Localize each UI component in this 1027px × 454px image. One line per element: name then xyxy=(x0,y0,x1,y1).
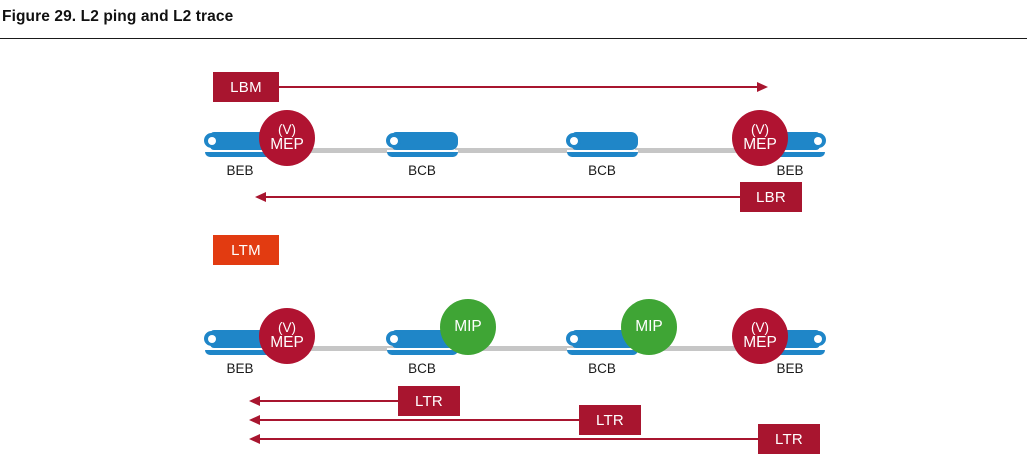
arrow-head-ltr xyxy=(249,396,260,406)
figure-canvas: LBM BEB BCB BCB xyxy=(0,42,1027,454)
arrow-line-lbr xyxy=(265,196,740,198)
switch-base xyxy=(387,152,458,157)
switch-body xyxy=(572,132,638,150)
switch-gap xyxy=(567,150,638,152)
chain-segment xyxy=(276,346,395,351)
mep-label-line1: (V) xyxy=(751,122,769,138)
mep-circle: (V) MEP xyxy=(259,308,315,364)
mip-circle: MIP xyxy=(621,299,677,355)
switch-icon-bcb xyxy=(386,132,458,164)
mip-label: MIP xyxy=(635,318,663,336)
switch-base xyxy=(567,152,638,157)
mep-label-line1: (V) xyxy=(751,320,769,336)
arrow-head-lbm xyxy=(757,82,768,92)
mep-label-line2: MEP xyxy=(270,333,304,351)
chain-segment xyxy=(455,148,575,153)
chain-segment xyxy=(276,148,395,153)
switch-port-dot xyxy=(386,133,401,148)
mep-label-line2: MEP xyxy=(743,135,777,153)
switch-gap xyxy=(387,150,458,152)
switch-label-bcb: BCB xyxy=(408,163,436,178)
chain-segment xyxy=(635,148,754,153)
switch-icon-bcb xyxy=(566,132,638,164)
switch-port-dot xyxy=(566,331,581,346)
switch-label-beb: BEB xyxy=(776,163,804,178)
message-box-ltr: LTR xyxy=(398,386,460,416)
switch-port-dot xyxy=(811,133,826,148)
mep-circle: (V) MEP xyxy=(732,308,788,364)
figure-header: Figure 29. L2 ping and L2 trace xyxy=(0,0,1027,42)
arrow-head-ltr xyxy=(249,415,260,425)
switch-gap xyxy=(567,348,638,350)
switch-label-bcb: BCB xyxy=(588,163,616,178)
switch-base xyxy=(387,350,458,355)
switch-base xyxy=(567,350,638,355)
switch-port-dot xyxy=(811,331,826,346)
switch-base xyxy=(205,350,276,355)
mep-label-line2: MEP xyxy=(743,333,777,351)
arrow-head-lbr xyxy=(255,192,266,202)
switch-label-beb: BEB xyxy=(226,361,254,376)
message-box-ltm: LTM xyxy=(213,235,279,265)
mep-circle: (V) MEP xyxy=(259,110,315,166)
mip-label: MIP xyxy=(454,318,482,336)
switch-port-dot xyxy=(386,331,401,346)
switch-base xyxy=(205,152,276,157)
mep-label-line2: MEP xyxy=(270,135,304,153)
arrow-line-lbm xyxy=(279,86,763,88)
diagram-l2-ping: LBM BEB BCB BCB xyxy=(0,42,1027,217)
message-box-ltr: LTR xyxy=(579,405,641,435)
switch-label-beb: BEB xyxy=(226,163,254,178)
switch-label-bcb: BCB xyxy=(588,361,616,376)
switch-label-bcb: BCB xyxy=(408,361,436,376)
mip-circle: MIP xyxy=(440,299,496,355)
page-title: Figure 29. L2 ping and L2 trace xyxy=(2,8,234,25)
header-divider xyxy=(0,38,1027,39)
arrow-line-ltr xyxy=(259,438,759,440)
chain-segment xyxy=(455,346,575,351)
mep-circle: (V) MEP xyxy=(732,110,788,166)
switch-port-dot xyxy=(566,133,581,148)
switch-label-beb: BEB xyxy=(776,361,804,376)
message-box-ltr: LTR xyxy=(758,424,820,454)
diagram-l2-trace: LTM BEB BCB BCB xyxy=(0,227,1027,454)
arrow-line-ltr xyxy=(259,419,580,421)
switch-gap xyxy=(387,348,458,350)
switch-gap xyxy=(205,150,276,152)
switch-body xyxy=(392,132,458,150)
switch-port-dot xyxy=(204,331,219,346)
chain-segment xyxy=(635,346,754,351)
switch-port-dot xyxy=(204,133,219,148)
arrow-line-ltr xyxy=(259,400,399,402)
message-box-lbm: LBM xyxy=(213,72,279,102)
switch-gap xyxy=(205,348,276,350)
message-box-lbr: LBR xyxy=(740,182,802,212)
mep-label-line1: (V) xyxy=(278,320,296,336)
mep-label-line1: (V) xyxy=(278,122,296,138)
arrow-head-ltr xyxy=(249,434,260,444)
